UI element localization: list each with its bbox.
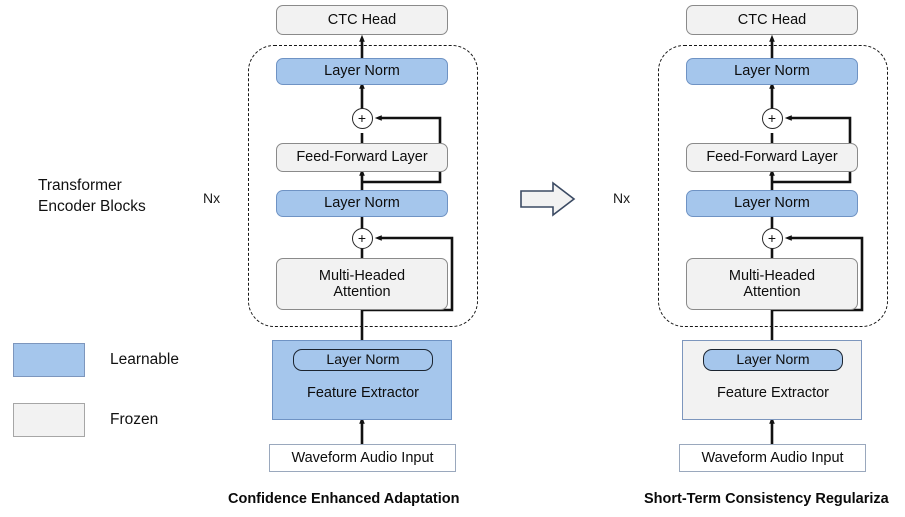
- right-feature-extractor-layer-norm[interactable]: Layer Norm: [703, 349, 843, 371]
- transition-arrow-icon: [520, 181, 576, 217]
- right-caption: Short-Term Consistency Regulariza: [644, 491, 889, 507]
- right-feed-forward-layer[interactable]: Feed-Forward Layer: [686, 143, 858, 172]
- legend-label-frozen: Frozen: [110, 411, 159, 428]
- left-layer-norm-top[interactable]: Layer Norm: [276, 58, 448, 85]
- left-caption: Confidence Enhanced Adaptation: [228, 491, 460, 507]
- left-feature-extractor[interactable]: Layer Norm Feature Extractor: [272, 340, 452, 420]
- right-layer-norm-mid[interactable]: Layer Norm: [686, 190, 858, 217]
- left-feature-extractor-layer-norm[interactable]: Layer Norm: [293, 349, 433, 371]
- right-add-top[interactable]: +: [761, 107, 783, 129]
- transformer-encoder-blocks-label: Transformer Encoder Blocks: [38, 177, 146, 215]
- right-layer-norm-top[interactable]: Layer Norm: [686, 58, 858, 85]
- right-feature-extractor[interactable]: Layer Norm Feature Extractor: [682, 340, 862, 420]
- right-encoder-block-boundary: [658, 45, 888, 327]
- left-layer-norm-mid[interactable]: Layer Norm: [276, 190, 448, 217]
- left-nx-label: Nx: [203, 190, 221, 206]
- left-encoder-block-boundary: [248, 45, 478, 327]
- right-multi-headed-attention[interactable]: Multi-Headed Attention: [686, 258, 858, 310]
- legend-swatch-frozen: [13, 403, 85, 437]
- left-feed-forward-layer[interactable]: Feed-Forward Layer: [276, 143, 448, 172]
- left-add-top[interactable]: +: [351, 107, 373, 129]
- right-waveform-audio-input[interactable]: Waveform Audio Input: [679, 444, 866, 472]
- legend-label-learnable: Learnable: [110, 351, 179, 368]
- right-feature-extractor-label: Feature Extractor: [716, 385, 829, 401]
- right-add-bottom[interactable]: +: [761, 227, 783, 249]
- right-nx-label: Nx: [613, 190, 631, 206]
- left-ctc-head[interactable]: CTC Head: [276, 5, 448, 35]
- right-ctc-head[interactable]: CTC Head: [686, 5, 858, 35]
- legend-swatch-learnable: [13, 343, 85, 377]
- left-waveform-audio-input[interactable]: Waveform Audio Input: [269, 444, 456, 472]
- left-feature-extractor-label: Feature Extractor: [306, 385, 419, 401]
- left-add-bottom[interactable]: +: [351, 227, 373, 249]
- left-multi-headed-attention[interactable]: Multi-Headed Attention: [276, 258, 448, 310]
